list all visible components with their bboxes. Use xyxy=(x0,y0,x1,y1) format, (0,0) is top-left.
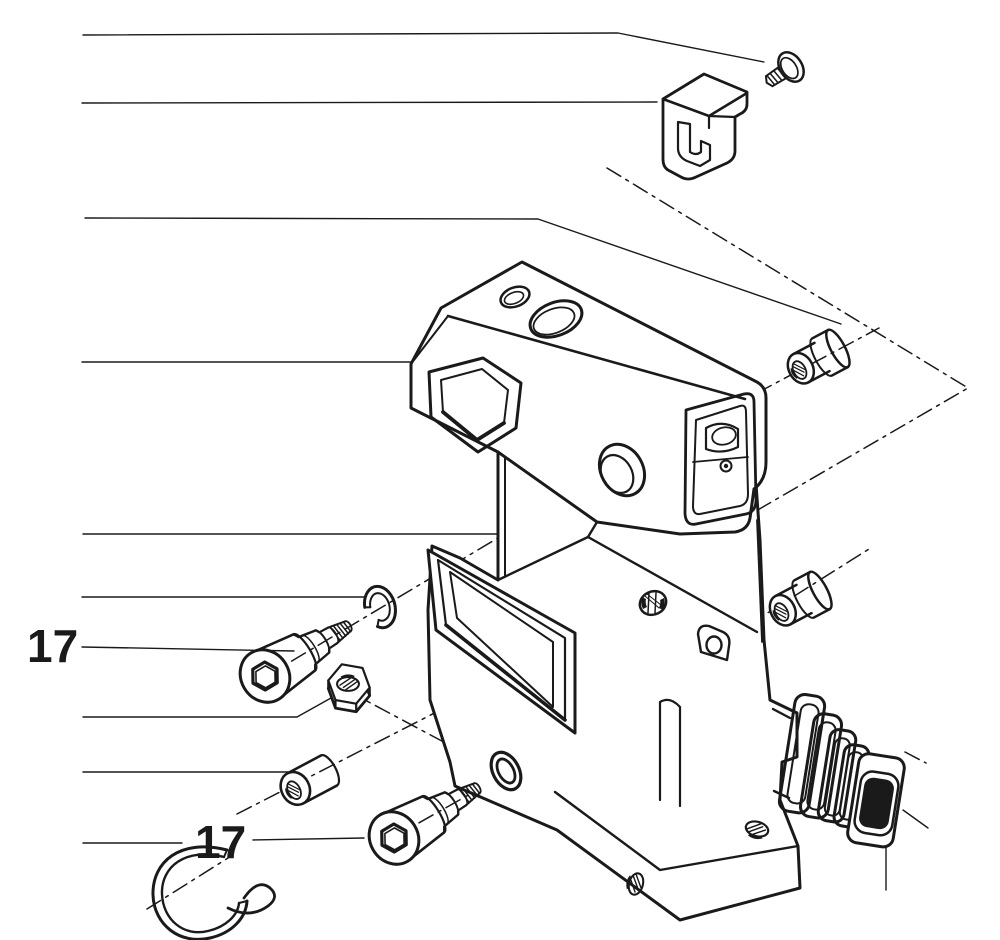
leader-clip xyxy=(81,101,658,104)
spacer-sleeve xyxy=(279,754,341,807)
callout-label-left: 17 xyxy=(27,620,78,672)
rubber-bellows-boot xyxy=(771,693,906,849)
front-window-opening xyxy=(427,356,523,454)
axis-clip xyxy=(606,167,969,541)
boot-pad xyxy=(859,777,894,830)
leader-pan-head-screw xyxy=(82,32,765,63)
leader-stub xyxy=(902,809,929,829)
lock-washer xyxy=(363,584,397,630)
hex-nut xyxy=(326,663,372,714)
callout-label-bottom: 17 xyxy=(195,816,246,868)
axis-wire-loop xyxy=(146,857,229,910)
arm-silhouette xyxy=(409,260,768,536)
set-screw xyxy=(638,589,668,617)
retaining-wire-loop xyxy=(151,845,276,940)
top-hole-small xyxy=(499,285,531,309)
housing-silhouette xyxy=(426,446,802,922)
axis-boot xyxy=(904,751,927,764)
sheet-metal-clip xyxy=(661,72,749,181)
axis-spacer xyxy=(236,700,459,815)
boot-front-plate xyxy=(846,752,906,849)
center-lines xyxy=(146,167,969,910)
leader-bushing-upper xyxy=(84,217,842,325)
threaded-bushing-lower xyxy=(762,569,836,635)
right-end-recess xyxy=(683,392,758,526)
axis-bushing-upper xyxy=(756,327,880,394)
o-ring-washer xyxy=(489,750,523,792)
housing-upper-arm xyxy=(409,260,768,536)
leader-screw-lower xyxy=(82,837,365,844)
top-hole-large xyxy=(528,299,584,339)
threaded-bushing-upper xyxy=(780,327,854,393)
housing-body xyxy=(426,446,802,922)
pan-head-screw xyxy=(764,51,805,88)
gasket-seal xyxy=(426,548,577,735)
axis-screw-upper xyxy=(264,525,519,678)
leader-hex-nut xyxy=(82,697,332,718)
hinge-lug xyxy=(696,624,731,662)
